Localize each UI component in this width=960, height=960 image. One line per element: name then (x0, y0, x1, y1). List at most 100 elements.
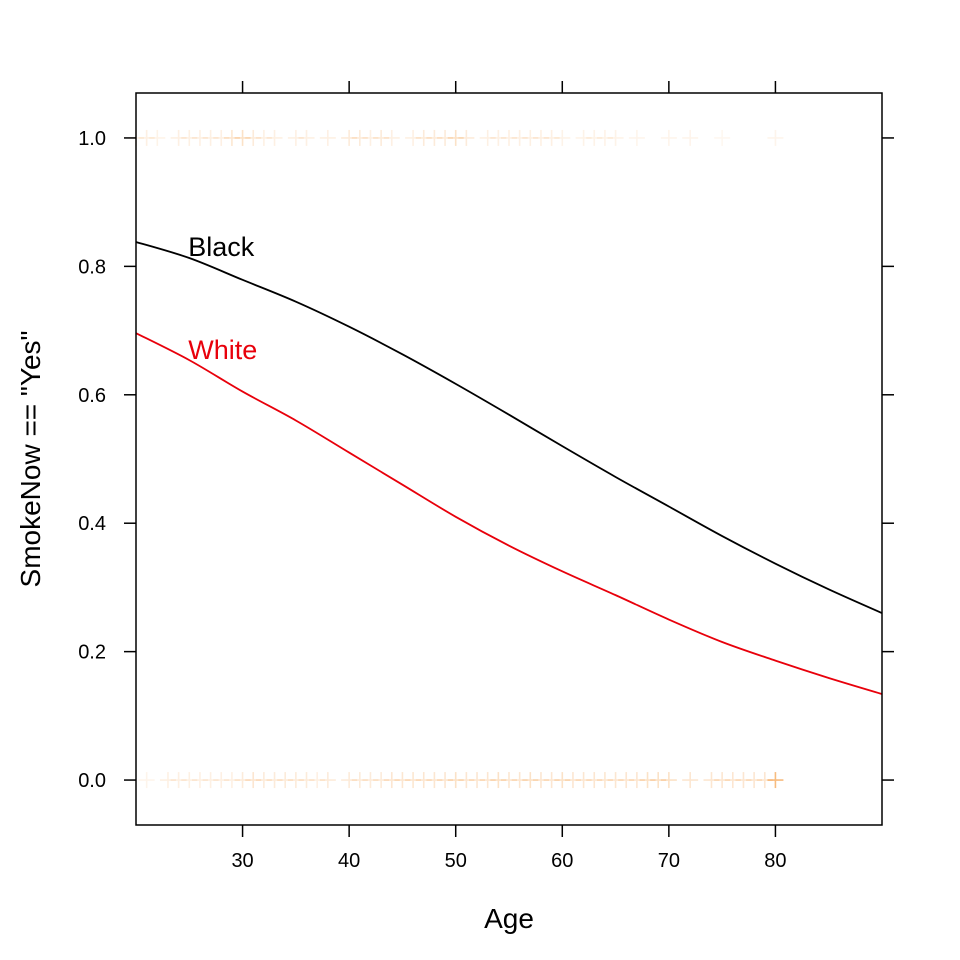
rug-point-yes (255, 129, 272, 146)
rug-point-no (650, 772, 667, 789)
series-line-white (135, 332, 883, 695)
rug-point-no (543, 772, 560, 789)
x-tick-label: 40 (338, 850, 360, 872)
rug-point-yes (543, 129, 560, 146)
rug-point-no (490, 772, 507, 789)
plot-frame (135, 92, 883, 826)
x-tick-label: 30 (231, 850, 253, 872)
rug-point-yes (170, 129, 187, 146)
rug-point-yes (383, 129, 400, 146)
rug-point-yes (575, 129, 592, 146)
rug-point-yes (596, 129, 613, 146)
rug-point-no (181, 772, 198, 789)
rug-point-yes (234, 129, 251, 146)
rug-point-no (586, 772, 603, 789)
rug-point-no (639, 772, 656, 789)
rug-point-no (575, 772, 592, 789)
rug-point-no (287, 772, 304, 789)
rug-point-no (191, 772, 208, 789)
rug-point-yes (405, 129, 422, 146)
rug-point-no (447, 772, 464, 789)
rug-point-no (266, 772, 283, 789)
y-tick-label: 0.2 (78, 642, 106, 664)
rug-point-no (511, 772, 528, 789)
rug-point-yes (415, 129, 432, 146)
rug-point-no (351, 772, 368, 789)
x-axis-title: Age (484, 903, 534, 934)
rug-point-yes (767, 129, 784, 146)
y-tick-label: 0.4 (78, 513, 106, 535)
rug-point-yes (682, 129, 699, 146)
rug-point-yes (213, 129, 230, 146)
rug-point-yes (181, 129, 198, 146)
rug-point-yes (714, 129, 731, 146)
rug-point-no (660, 772, 677, 789)
series-label-white: White (188, 335, 257, 365)
rug-point-no (628, 772, 645, 789)
rug-point-no (394, 772, 411, 789)
rug-point-yes (149, 129, 166, 146)
rug-point-yes (607, 129, 624, 146)
rug-point-yes (511, 129, 528, 146)
rug-point-yes (490, 129, 507, 146)
rug-point-no (170, 772, 187, 789)
rug-point-no (607, 772, 624, 789)
rug-point-no (159, 772, 176, 789)
ticks-layer (124, 81, 894, 837)
rug-point-no (479, 772, 496, 789)
rug-point-no (362, 772, 379, 789)
rug-point-no (746, 772, 763, 789)
rug-point-yes (191, 129, 208, 146)
y-tick-label: 0.8 (78, 256, 106, 278)
rug-point-yes (554, 129, 571, 146)
rug-point-no (298, 772, 315, 789)
rug-point-yes (223, 129, 240, 146)
x-tick-label: 50 (445, 850, 467, 872)
rug-point-yes (447, 129, 464, 146)
rug-point-no (437, 772, 454, 789)
rug-point-yes (479, 129, 496, 146)
rug-point-no (682, 772, 699, 789)
rug-point-no (213, 772, 230, 789)
rug-point-yes (501, 129, 517, 146)
rug-point-yes (351, 129, 368, 146)
rug-point-yes (628, 129, 645, 146)
x-tick-label: 80 (764, 850, 786, 872)
rug-point-no (564, 772, 581, 789)
rug-point-yes (266, 129, 283, 146)
rug-point-no (522, 772, 539, 789)
rug-point-no (405, 772, 422, 789)
rug-point-no (714, 772, 731, 789)
series-layer (135, 241, 883, 695)
rug-layer (128, 129, 784, 789)
rug-point-no (532, 772, 549, 789)
rug-point-no (458, 772, 475, 789)
rug-point-no (255, 772, 272, 789)
rug-point-yes (298, 129, 315, 146)
y-tick-label: 0.0 (78, 770, 106, 792)
rug-point-no (767, 772, 784, 789)
rug-point-yes (458, 129, 475, 146)
series-label-black: Black (188, 232, 255, 262)
rug-point-yes (426, 129, 443, 146)
rug-point-no (223, 772, 240, 789)
rug-point-no (735, 772, 752, 789)
y-tick-label: 0.6 (78, 385, 106, 407)
rug-point-yes (437, 129, 454, 146)
rug-point-no (554, 772, 571, 789)
rug-point-no (373, 772, 390, 789)
rug-point-yes (522, 129, 539, 146)
rug-point-no (469, 772, 486, 789)
rug-point-no (703, 772, 720, 789)
x-tick-label: 70 (658, 850, 680, 872)
rug-point-yes (319, 129, 336, 146)
rug-point-yes (138, 129, 155, 146)
rug-point-yes (586, 129, 603, 146)
rug-point-no (415, 772, 432, 789)
rug-point-yes (373, 129, 390, 146)
y-tick-label: 1.0 (78, 128, 106, 150)
rug-point-yes (287, 129, 304, 146)
rug-point-no (426, 772, 443, 789)
